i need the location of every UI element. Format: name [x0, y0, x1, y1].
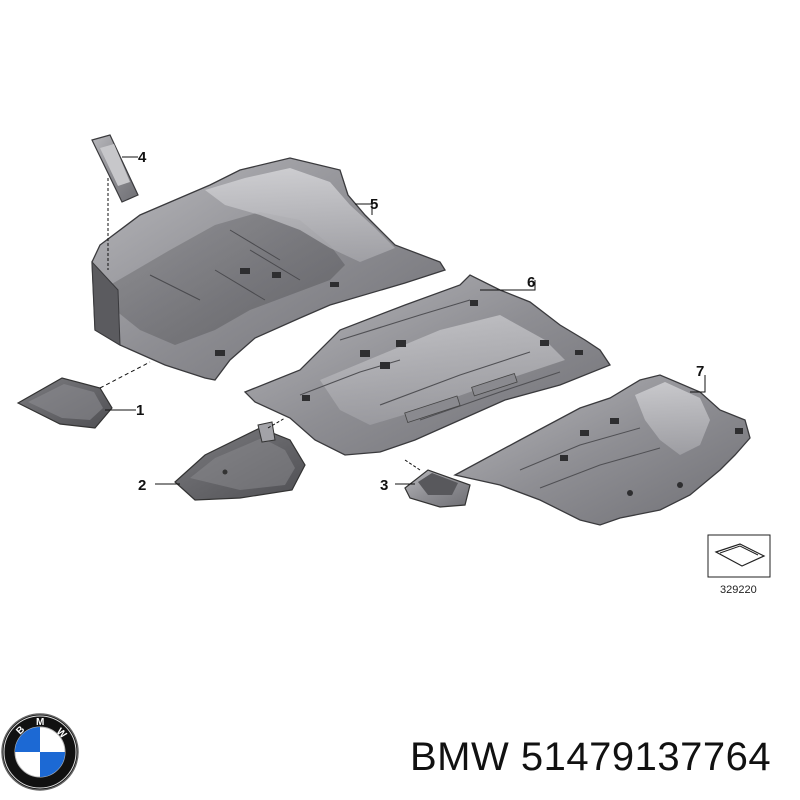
part-3-bracket — [404, 469, 471, 508]
callout-label: 6 — [527, 274, 535, 291]
callout-label: 5 — [370, 196, 378, 213]
callout-label: 7 — [696, 363, 704, 380]
part-2-rear-mat — [174, 421, 306, 501]
footer-part-label: BMW 51479137764 — [410, 735, 771, 780]
part-number: 51479137764 — [520, 735, 772, 779]
callout-label: 3 — [380, 477, 388, 494]
brand-name: BMW — [410, 735, 510, 779]
part-5-front-floor-covering — [91, 157, 446, 381]
part-1-small-mat — [16, 377, 113, 429]
reference-box: 329220 — [707, 534, 771, 596]
callout-label: 2 — [138, 477, 146, 494]
callout-label: 4 — [138, 149, 147, 166]
leader-lines — [99, 156, 706, 485]
bmw-logo: B M W — [1, 713, 79, 791]
reference-number: 329220 — [720, 584, 757, 596]
part-6-center-floor-covering — [243, 274, 611, 456]
callout-label: 1 — [136, 402, 144, 419]
part-4-strip — [91, 134, 139, 203]
logo-letter: M — [36, 717, 44, 728]
part-7-rear-floor-covering — [453, 374, 751, 526]
